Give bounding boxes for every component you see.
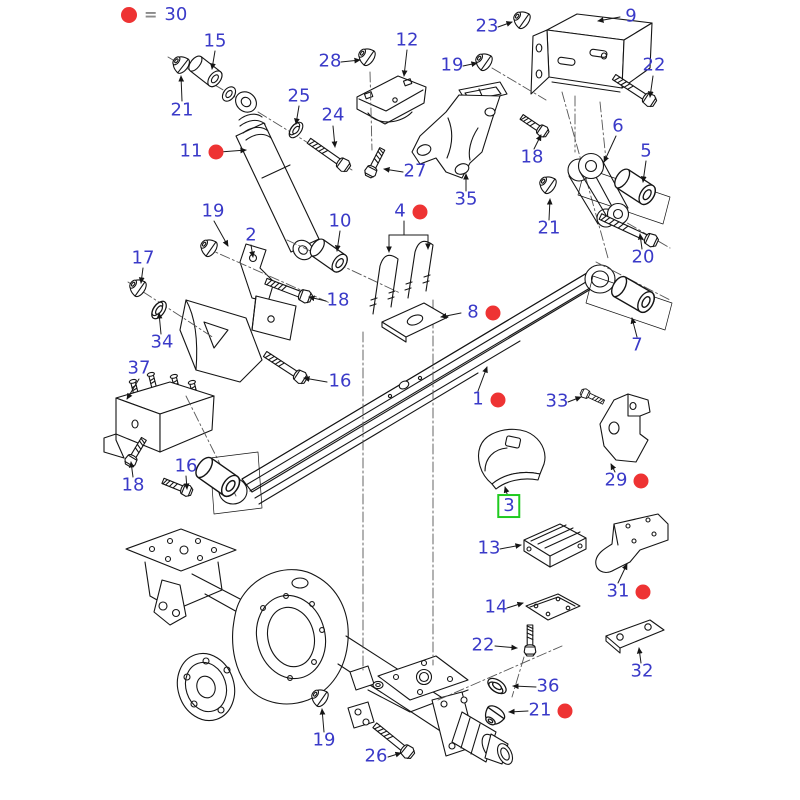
callout-label-4: 4 xyxy=(394,200,406,222)
callout-label-31: 31 xyxy=(606,580,630,602)
callout-label-15: 15 xyxy=(203,30,227,52)
support-bracket-drawing xyxy=(411,81,508,179)
callout-label-11: 11 xyxy=(179,140,203,162)
callout-label-19: 19 xyxy=(440,54,464,76)
spring-plate-drawing xyxy=(381,302,449,343)
callout-label-17: 17 xyxy=(131,247,155,269)
legend-red-dot xyxy=(121,7,137,23)
red-dot-marker xyxy=(490,392,505,408)
legend: = 30 xyxy=(121,6,187,24)
bump-stop-drawing xyxy=(477,428,546,490)
callout-label-27: 27 xyxy=(403,160,427,182)
callout-label-22: 22 xyxy=(471,634,495,656)
callout-label-24: 24 xyxy=(321,104,345,126)
shock-absorber-drawing xyxy=(235,91,320,261)
callout-label-2: 2 xyxy=(245,224,257,246)
callout-label-7: 7 xyxy=(631,334,643,356)
legend-value: 30 xyxy=(164,4,188,25)
callout-label-35: 35 xyxy=(454,188,478,210)
axle-assembly-drawing xyxy=(125,528,514,765)
callout-label-3-highlighted: 3 xyxy=(497,494,521,519)
callout-label-6: 6 xyxy=(612,115,624,137)
sleeve-bushing xyxy=(221,86,237,102)
callout-label-28: 28 xyxy=(318,50,342,72)
callout-label-16: 16 xyxy=(328,370,352,392)
callout-label-5: 5 xyxy=(640,140,652,162)
callout-label-32: 32 xyxy=(630,660,654,682)
callout-label-12: 12 xyxy=(395,29,419,51)
callout-label-29: 29 xyxy=(604,469,628,491)
callout-label-18: 18 xyxy=(520,146,544,168)
bracket-29-drawing xyxy=(599,393,651,463)
callout-label-26: 26 xyxy=(364,745,388,767)
callout-label-22: 22 xyxy=(642,54,666,76)
red-dot-marker xyxy=(208,144,224,160)
red-dot-marker xyxy=(635,584,651,600)
bracket-31-drawing xyxy=(595,513,669,573)
callout-label-19: 19 xyxy=(201,200,225,222)
shock-bracket-drawing xyxy=(179,243,297,383)
callout-label-16: 16 xyxy=(174,455,198,477)
legend-equals: = xyxy=(144,5,158,24)
callout-label-34: 34 xyxy=(150,331,174,353)
callout-label-21: 21 xyxy=(170,99,194,121)
red-dot-marker xyxy=(485,305,500,321)
callout-label-14: 14 xyxy=(484,596,508,618)
plate-14-drawing xyxy=(525,593,581,621)
leader-lines xyxy=(126,16,654,758)
callout-label-8: 8 xyxy=(467,301,479,323)
callout-label-18: 18 xyxy=(121,474,145,496)
callout-label-23: 23 xyxy=(475,15,499,37)
shackle-drawing xyxy=(567,152,630,228)
callout-label-18: 18 xyxy=(326,289,350,311)
u-bolts-drawing xyxy=(369,240,434,315)
callout-label-13: 13 xyxy=(477,537,501,559)
callout-label-1: 1 xyxy=(472,388,484,410)
red-dot-marker xyxy=(557,703,573,719)
bracket-13-drawing xyxy=(523,523,587,568)
mounting-plate-drawing xyxy=(356,75,427,125)
callout-label-19: 19 xyxy=(312,729,336,751)
red-dot-marker xyxy=(633,473,649,489)
red-dot-marker xyxy=(412,204,427,220)
callout-label-37: 37 xyxy=(127,357,151,379)
callout-label-20: 20 xyxy=(631,246,655,268)
callout-label-33: 33 xyxy=(545,390,569,412)
jounce-bracket-drawing xyxy=(103,371,215,459)
callout-label-10: 10 xyxy=(328,210,352,232)
callout-label-21: 21 xyxy=(528,699,552,721)
callout-label-25: 25 xyxy=(287,85,311,107)
axle-bracket-drawing xyxy=(530,13,653,95)
callout-label-9: 9 xyxy=(625,5,637,27)
callout-label-21: 21 xyxy=(537,217,561,239)
plate-32-drawing xyxy=(605,619,665,654)
callout-label-36: 36 xyxy=(536,675,560,697)
